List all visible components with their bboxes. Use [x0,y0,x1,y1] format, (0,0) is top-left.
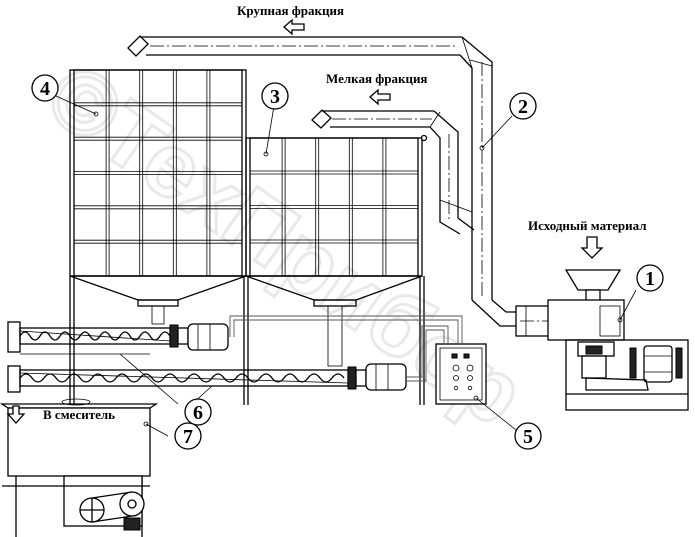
svg-text:5: 5 [523,426,533,448]
leader-lines [55,95,637,437]
screw-conveyor-upper [7,321,229,355]
separator-unit [547,269,689,411]
to-mixer-label: В смеситель [43,407,115,422]
coarse-fraction-label: Крупная фракция [237,3,344,18]
svg-text:1: 1 [645,268,655,290]
coarse-fraction-duct [127,35,493,300]
coarse-arrow-icon [283,18,305,36]
flow-arrows [6,18,604,424]
callout-4: 4 [31,74,59,102]
fine-fraction-duct [311,109,475,235]
callout-2: 2 [509,92,537,120]
control-panel [229,315,487,405]
fine-arrow-icon [369,88,391,106]
callout-6: 6 [184,398,212,426]
svg-text:7: 7 [183,426,193,448]
source-arrow-icon [580,236,604,259]
mixer-arrow-icon [6,405,26,424]
callout-7: 7 [174,422,202,450]
svg-text:4: 4 [40,78,50,100]
filter-3 [245,134,428,405]
fine-fraction-label: Мелкая фракция [326,71,427,86]
mixer [0,398,159,537]
callout-1: 1 [636,264,664,292]
svg-text:6: 6 [193,402,203,424]
callout-3: 3 [261,82,289,110]
source-material-label: Исходный материал [528,218,647,233]
svg-text:2: 2 [518,96,528,118]
callout-5: 5 [514,422,542,450]
screw-conveyor-lower [7,363,407,393]
svg-text:3: 3 [270,86,280,108]
